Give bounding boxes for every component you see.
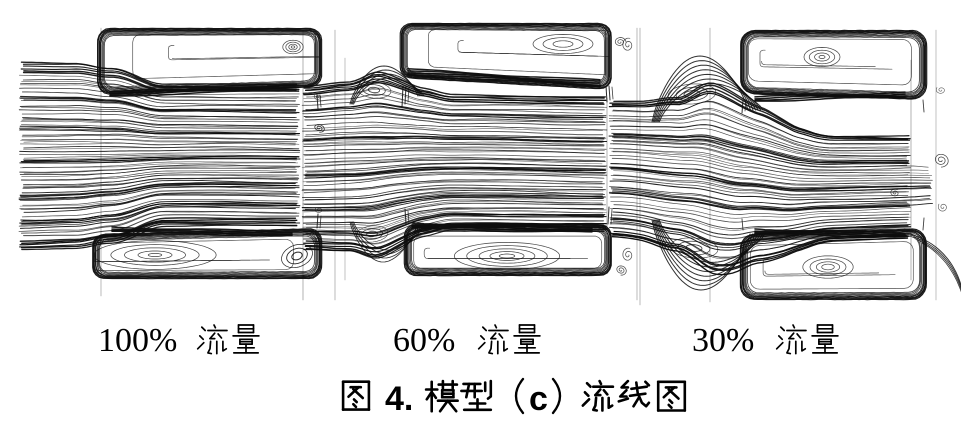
svg-text:100%: 100% xyxy=(98,322,177,359)
svg-text:c: c xyxy=(529,380,548,418)
svg-text:30%: 30% xyxy=(692,322,754,359)
svg-text:4.: 4. xyxy=(385,380,413,418)
svg-text:60%: 60% xyxy=(393,322,455,359)
